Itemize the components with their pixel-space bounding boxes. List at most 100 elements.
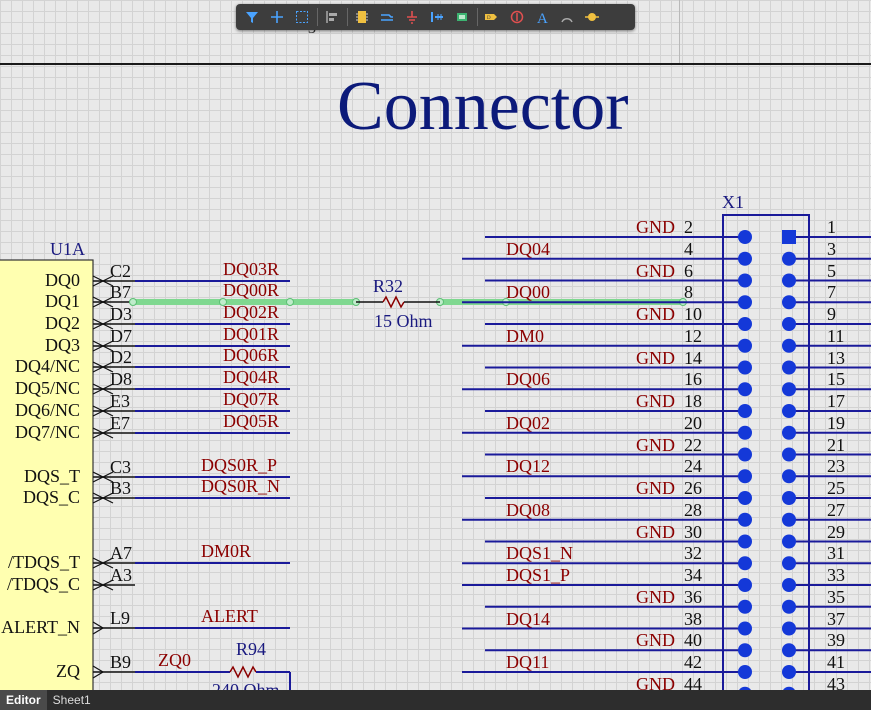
x1-pin-dot <box>738 382 752 397</box>
text-tool-button[interactable]: A <box>530 6 554 28</box>
net-label: GND <box>636 521 675 542</box>
net-label: DQ00R <box>223 280 280 300</box>
net-label: GND <box>636 391 675 411</box>
net-label: DQ00 <box>506 282 550 303</box>
x1-pin-dot <box>738 665 752 679</box>
u1a-pin-io-symbol <box>101 579 114 591</box>
no-erc-tool-button[interactable] <box>505 6 529 28</box>
wire-tool-button[interactable] <box>375 6 399 28</box>
x1-pin-number: 19 <box>827 412 845 433</box>
net-label: DQ12 <box>506 456 550 477</box>
r94-designator: R94 <box>236 639 267 659</box>
net-label: GND <box>636 217 675 237</box>
filter-tool-button[interactable] <box>240 6 264 28</box>
x1-pin-number: 6 <box>684 260 693 281</box>
junction-icon <box>585 13 599 21</box>
u1a-pin-io-symbol <box>101 405 114 417</box>
x1-pin-number: 10 <box>684 304 702 324</box>
x1-pin-number: 35 <box>827 586 845 607</box>
u1a-pin-name: DQ3 <box>45 335 80 355</box>
select-area-icon <box>296 11 308 23</box>
net-label: DQ04R <box>223 367 280 387</box>
component-tool-button[interactable] <box>350 6 374 28</box>
selection-handle <box>129 298 137 306</box>
status-bar: Editor Sheet1 <box>0 690 871 710</box>
r94-value: 240 Ohm <box>212 680 280 690</box>
net-label: GND <box>636 304 675 324</box>
align-tool-button[interactable] <box>320 6 344 28</box>
u1a-pin-number: D3 <box>110 304 132 324</box>
sheet-symbol-tool-button[interactable] <box>450 6 474 28</box>
net-label: DM0R <box>201 541 252 561</box>
net-label: ALERT <box>201 606 258 626</box>
u1a-pin-name: DQS_T <box>23 466 80 486</box>
x1-pin-dot <box>738 491 752 505</box>
tab-sheet1[interactable]: Sheet1 <box>52 693 91 707</box>
u1a-pin-name: ZQ <box>56 661 80 681</box>
u1a-pin-number: E7 <box>110 413 130 433</box>
port-tool-button[interactable]: D <box>480 6 504 28</box>
net-label: DQS0R_N <box>201 476 281 496</box>
net-label: DQS0R_P <box>201 455 278 475</box>
x1-pin-number: 33 <box>827 565 845 585</box>
x1-pin-dot <box>782 447 796 462</box>
net-label: DQ14 <box>506 608 550 629</box>
arc-icon <box>561 18 573 23</box>
net-label: DQ04 <box>506 238 550 259</box>
u1a-pin-io-symbol <box>101 383 114 395</box>
x1-pin-dot <box>782 273 796 288</box>
u1a-pin-name: DQ2 <box>45 313 80 333</box>
x1-pin-dot <box>738 251 752 266</box>
net-label: GND <box>636 434 675 455</box>
crosshair-tool-button[interactable] <box>265 6 289 28</box>
svg-text:D: D <box>487 16 491 21</box>
schematic-canvas[interactable]: 3 Connector U1ADQ0C2DQ03RDQ1B7DQ00RDQ2D3… <box>0 0 871 690</box>
x1-pin-dot <box>738 621 752 636</box>
junction-tool-button[interactable] <box>580 6 604 28</box>
x1-pin-dot <box>782 491 796 505</box>
x1-pin-dot <box>738 230 752 244</box>
x1-pin-dot <box>782 512 796 527</box>
x1-pin-number: 44 <box>684 673 702 690</box>
r94-resistor-symbol <box>229 665 257 679</box>
bus-tool-button[interactable] <box>425 6 449 28</box>
select-area-tool-button[interactable] <box>290 6 314 28</box>
u1a-pin-name: /TDQS_T <box>8 552 80 572</box>
u1a-pin-name: DQ7/NC <box>14 422 80 442</box>
x1-pin-dot <box>782 578 796 592</box>
schematic-graphics <box>0 214 871 690</box>
x1-pin-dot <box>738 360 752 375</box>
u1a-pin-io-symbol <box>101 492 114 504</box>
net-label: GND <box>636 347 675 368</box>
arc-tool-button[interactable] <box>555 6 579 28</box>
x1-pin-dot <box>738 338 752 353</box>
x1-pin-dot <box>782 556 796 571</box>
no-erc-icon <box>510 10 524 24</box>
u1a-pin-io-symbol <box>101 340 114 352</box>
x1-pin-number: 13 <box>827 347 845 368</box>
u1a-pin-number: D8 <box>110 369 132 389</box>
net-label: DQ07R <box>223 389 280 409</box>
x1-pin-number: 30 <box>684 521 702 542</box>
x1-pin-dot <box>782 621 796 636</box>
u1a-pin-number: B3 <box>110 478 132 498</box>
u1a-pin-number: B7 <box>110 282 132 302</box>
tab-editor[interactable]: Editor <box>0 690 47 710</box>
net-label: DQS1_N <box>506 543 574 564</box>
u1a-pin-number: A7 <box>110 543 132 563</box>
selection-handle <box>219 298 227 306</box>
u1a-pin-io-symbol <box>101 471 114 483</box>
net-label: DQ02R <box>223 302 280 322</box>
x1-pin-number: 3 <box>827 238 836 259</box>
ground-tool-button[interactable] <box>400 6 424 28</box>
x1-pin-number: 17 <box>827 391 845 411</box>
x1-pin-number: 31 <box>827 543 845 564</box>
u1a-body <box>0 259 94 690</box>
u1a-pin-number: A3 <box>110 565 132 585</box>
x1-pin-number: 43 <box>827 673 845 690</box>
u1a-pin-name: DQS_C <box>22 487 80 507</box>
x1-pin-number: 18 <box>684 391 702 411</box>
x1-pin-number: 26 <box>684 478 702 498</box>
x1-pin-dot <box>782 425 796 440</box>
u1a-pin-io-symbol <box>101 361 114 373</box>
